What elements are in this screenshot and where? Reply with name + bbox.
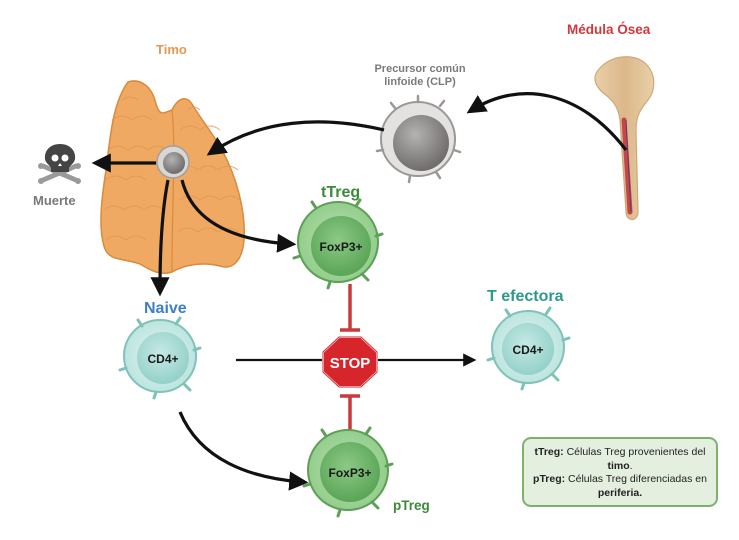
legend-ptreg-bold: periferia. bbox=[597, 486, 643, 499]
legend-ttreg: tTreg: Células Treg provenientes del tim… bbox=[524, 446, 716, 473]
arrow-naive-to-ptreg bbox=[178, 411, 309, 491]
naive-marker: CD4+ bbox=[147, 352, 178, 366]
legend-ptreg: pTreg: Células Treg diferenciadas en per… bbox=[524, 473, 716, 500]
legend-ttreg-term: tTreg: bbox=[534, 446, 564, 458]
thymocyte-cell bbox=[156, 145, 190, 179]
legend-ptreg-desc: Células Treg diferenciadas en bbox=[565, 473, 707, 485]
arrow-thymocyte-to-naive bbox=[150, 179, 170, 297]
clp-cell bbox=[375, 94, 462, 184]
skull-crossbones-icon bbox=[38, 144, 81, 184]
clp-label: Precursor común linfoide (CLP) bbox=[368, 63, 472, 89]
efectora-marker: CD4+ bbox=[512, 343, 543, 357]
legend-ttreg-bold: timo bbox=[607, 459, 630, 472]
inhibition-lines bbox=[340, 284, 360, 430]
efectora-cell: CD4+ bbox=[486, 306, 571, 391]
legend-ptreg-term: pTreg: bbox=[533, 473, 566, 485]
legend-ttreg-end: . bbox=[629, 459, 633, 472]
timo-label: Timo bbox=[156, 42, 187, 57]
medula-label: Médula Ósea bbox=[567, 22, 651, 37]
femur-bone-icon bbox=[594, 56, 655, 221]
arrow-thymocyte-to-ttreg bbox=[180, 179, 297, 253]
clp-label-line1: Precursor común bbox=[374, 63, 466, 75]
efectora-label: T efectora bbox=[487, 288, 564, 305]
naive-label: Naive bbox=[144, 300, 187, 317]
stop-sign-text: STOP bbox=[330, 355, 371, 372]
muerte-label: Muerte bbox=[33, 193, 76, 208]
ttreg-marker: FoxP3+ bbox=[319, 240, 362, 254]
legend-ttreg-desc: Células Treg provenientes del bbox=[563, 446, 706, 458]
ptreg-cell: FoxP3+ bbox=[302, 426, 394, 518]
arrow-bone-to-clp bbox=[466, 92, 628, 151]
naive-cell: CD4+ bbox=[118, 316, 202, 400]
ptreg-marker: FoxP3+ bbox=[328, 466, 371, 480]
legend-box: tTreg: Células Treg provenientes del tim… bbox=[522, 437, 718, 507]
ptreg-label: pTreg bbox=[393, 498, 430, 513]
stop-sign-icon: STOP bbox=[322, 336, 378, 388]
ttreg-cell: FoxP3+ bbox=[292, 198, 384, 290]
ttreg-label: tTreg bbox=[321, 184, 361, 201]
arrow-clp-to-thymus bbox=[206, 120, 385, 156]
clp-label-line2: linfoide (CLP) bbox=[384, 76, 456, 88]
